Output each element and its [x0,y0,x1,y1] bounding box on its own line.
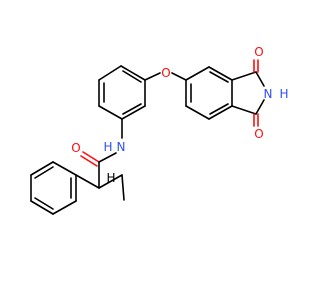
bond [30,161,54,176]
double-bond [34,197,54,210]
bond-nitrogen-to-carbonyl [98,152,117,163]
bond [208,105,233,120]
bond [255,99,265,115]
bond [231,71,257,81]
phthalimide-benzene-ring [185,66,233,120]
bond [121,105,146,120]
bond [231,105,257,115]
molecule-structure: O O N H O N H O H [30,45,289,215]
bond [185,105,210,120]
phenyl-ring [30,161,77,215]
imide-oxygen-bottom-label: O [254,127,263,141]
bond [30,200,54,215]
imide-ring [231,59,265,127]
imide-hydrogen-label: H [279,87,288,101]
bond [255,71,265,87]
bond-alpha-to-phenyl [75,174,100,189]
amide-carbonyl-double-bond [80,155,98,167]
bond [120,65,146,81]
alpha-hydrogen-label: H [106,171,115,185]
bond [52,200,77,215]
bond [52,161,77,176]
amide-nitrogen-label: N [117,140,126,154]
double-bond [209,71,229,83]
amide-oxygen-label: O [71,141,80,155]
bond-from-ether-oxygen [171,72,187,81]
bond-alpha-to-ethyl [98,174,123,189]
imide-nitrogen-label: N [264,87,273,101]
bond [208,66,233,81]
middle-benzene-ring [98,65,146,120]
molecule-canvas: O O N H O N H O H [30,45,289,215]
imide-oxygen-top-label: O [254,45,263,59]
double-bond [209,103,229,115]
ether-oxygen-label: O [161,66,170,80]
double-bond [122,103,142,115]
bond [185,66,210,81]
amide-carbonyl-double-bond [82,151,100,163]
bond [98,105,123,120]
amide-hydrogen-label: H [103,140,112,154]
bond-ethyl-ch2-ch3 [121,174,125,201]
bond [98,65,122,81]
bond-to-ether-oxygen [144,72,161,81]
double-bond [122,70,142,83]
double-bond [34,166,54,179]
